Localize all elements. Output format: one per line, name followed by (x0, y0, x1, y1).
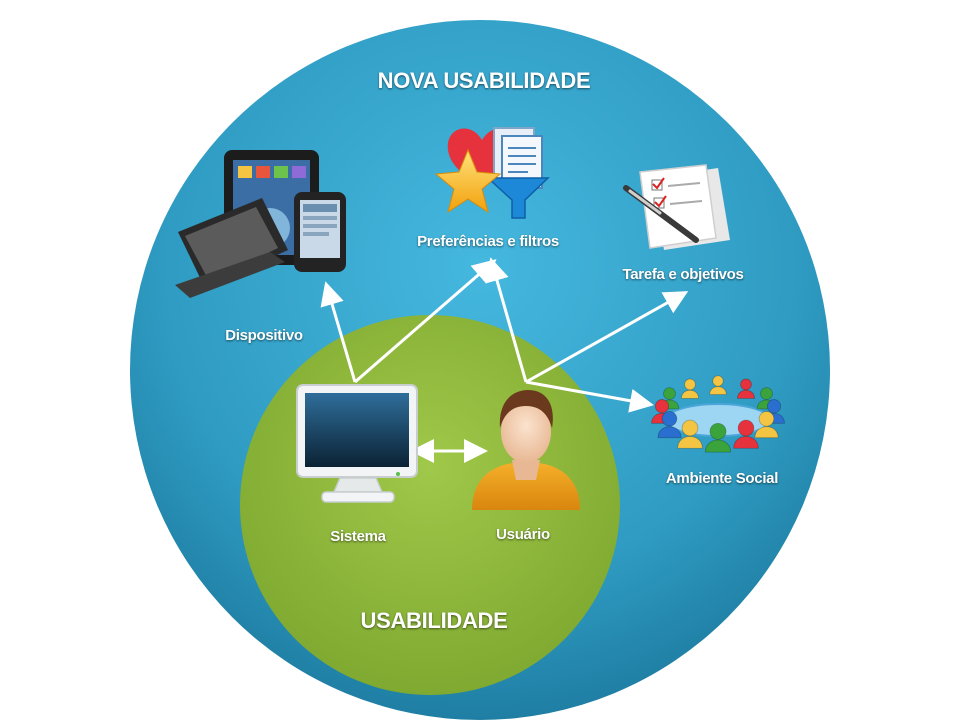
arrow-sistema-preferencias (354, 259, 497, 384)
node-label-tarefa: Tarefa e objetivos (622, 266, 744, 283)
arrows (320, 257, 689, 463)
social-group-icon (651, 375, 785, 453)
monitor-icon (296, 384, 418, 503)
checklist-pen-icon (623, 164, 730, 250)
devices-icon (175, 150, 346, 298)
user-avatar-icon (472, 390, 580, 510)
node-label-ambiente: Ambiente Social (665, 470, 779, 487)
arrow-sistema-dispositivo (320, 281, 357, 383)
preferences-filter-icon (434, 127, 550, 219)
outer-title: NOVA USABILIDADE (377, 68, 591, 93)
arrow-usuario-tarefa (525, 291, 689, 384)
arrow-usuario-ambiente (525, 380, 654, 413)
node-label-dispositivo: Dispositivo (225, 327, 303, 344)
inner-title: USABILIDADE (360, 608, 508, 633)
node-label-sistema: Sistema (330, 528, 386, 545)
arrow-usuario-preferencias (485, 257, 528, 383)
node-label-preferencias: Preferências e filtros (417, 233, 559, 250)
node-label-usuario: Usuário (496, 526, 550, 543)
